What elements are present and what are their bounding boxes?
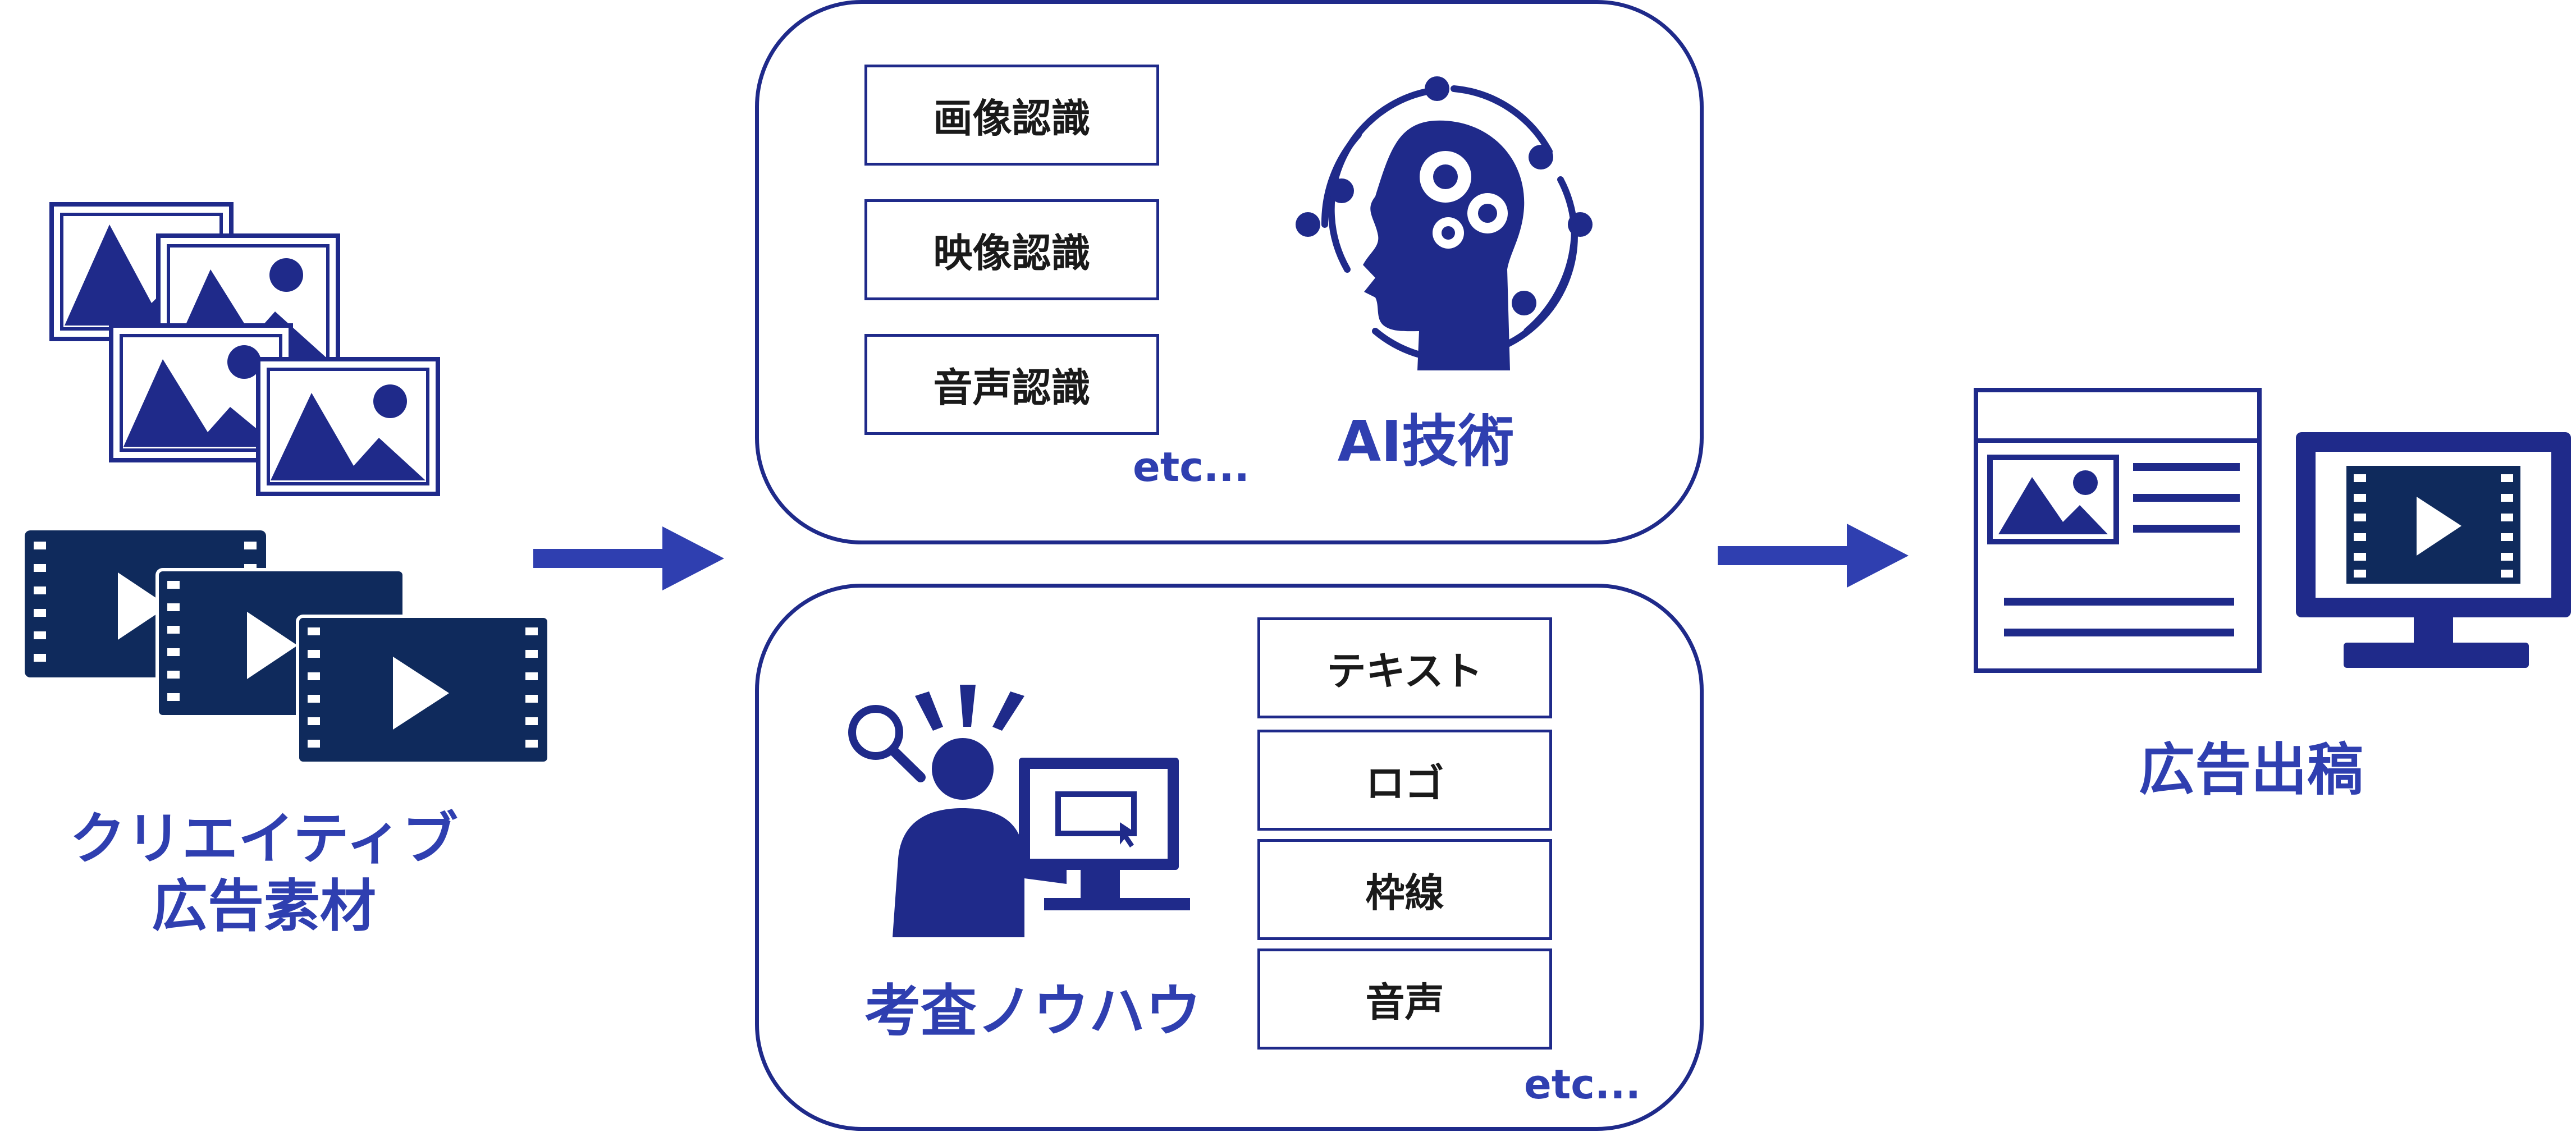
ai-technology-title: AI技術 [1337, 409, 1515, 474]
creative-label-line2: 広告素材 [152, 873, 376, 939]
ai-etc-text: etc... [1133, 443, 1250, 491]
creative-label-line1: クリエイティブ [70, 806, 458, 872]
ai-item-video-recognition: 映像認識 [864, 199, 1159, 300]
ai-item-image-recognition: 画像認識 [864, 65, 1159, 166]
knowhow-item-border: 枠線 [1257, 839, 1552, 940]
knowhow-item-logo: ロゴ [1257, 730, 1552, 831]
knowhow-etc-text: etc... [1524, 1061, 1641, 1108]
arrow-right-icon [533, 526, 724, 590]
creative-icons [25, 202, 551, 765]
reviewer-icon [848, 685, 1190, 937]
arrow-right-icon [1718, 524, 1909, 588]
web-page-icon [1974, 388, 2262, 673]
ad-placement-label: 広告出稿 [2139, 737, 2363, 803]
ai-brain-icon [1296, 76, 1593, 370]
review-knowhow-title: 考査ノウハウ [864, 978, 1201, 1044]
image-icon [49, 202, 440, 496]
monitor-icon [2296, 432, 2571, 668]
ai-item-audio-recognition: 音声認識 [864, 334, 1159, 435]
ad-placement-icons [1974, 388, 2571, 673]
creative-materials-group [17, 191, 551, 988]
knowhow-item-audio: 音声 [1257, 948, 1552, 1050]
video-icon [25, 530, 551, 765]
creative-materials-label: クリエイティブ 広告素材 [34, 805, 494, 940]
knowhow-item-text: テキスト [1257, 617, 1552, 718]
